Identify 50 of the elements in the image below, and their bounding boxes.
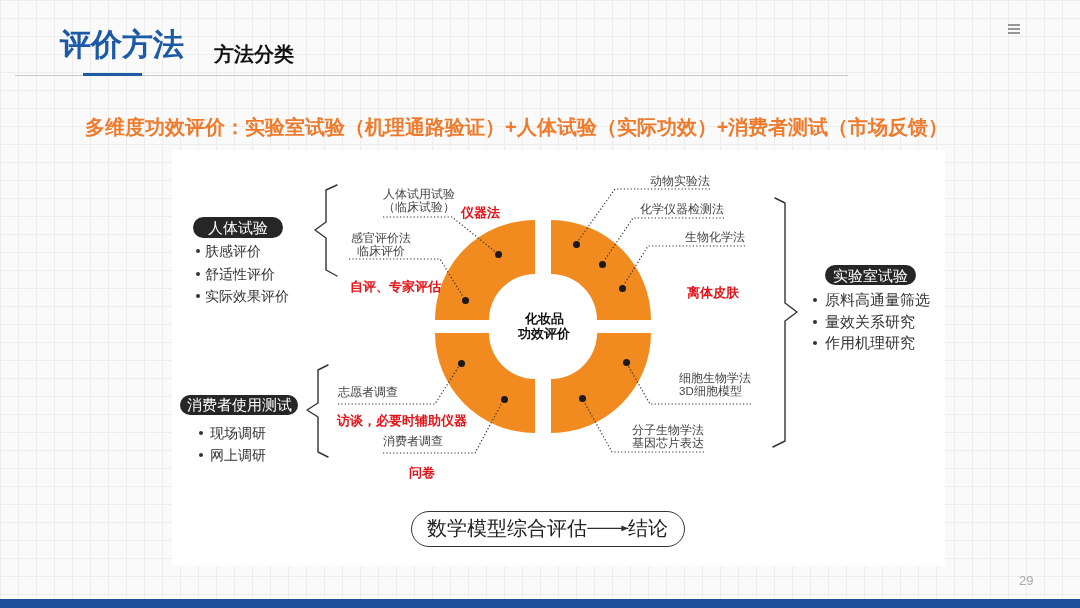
page-title: 评价方法 xyxy=(60,27,184,63)
dot-marker xyxy=(461,296,469,304)
leader-line xyxy=(627,364,752,405)
method-label: 人体试用试验（临床试验） xyxy=(383,188,455,217)
method-label: 化学仪器检测法 xyxy=(640,203,724,218)
leader-line xyxy=(337,365,460,405)
leader-line xyxy=(603,217,725,262)
headline-text: 多维度功效评价：实验室试验（机理通路验证）+人体试验（实际功效）+消费者测试（市场反馈） xyxy=(85,115,949,139)
list-item: 量效关系研究 xyxy=(825,313,915,331)
list-item: 舒适性评价 xyxy=(205,265,275,283)
dot-marker xyxy=(572,240,580,248)
arrow xyxy=(586,525,629,532)
annotation-text: 问卷 xyxy=(409,465,435,480)
page-number: 29 xyxy=(1019,573,1034,588)
method-label: 生物化学法 xyxy=(685,231,745,246)
subtitle: 方法分类 xyxy=(214,43,294,65)
dot-marker xyxy=(494,250,502,258)
method-label: 细胞生物学法3D细胞模型 xyxy=(679,372,751,404)
annotation-text: 自评、专家评估 xyxy=(350,278,441,294)
leader-line xyxy=(583,400,705,453)
pill-label: 消费者使用测试 xyxy=(180,395,298,415)
dot-marker xyxy=(618,284,626,292)
method-label: 志愿者调查 xyxy=(338,386,398,404)
leader-line xyxy=(382,216,496,253)
method-label: 消费者调查 xyxy=(383,435,443,453)
box-text: 结论 xyxy=(628,517,669,540)
leader-line xyxy=(623,245,746,286)
list-item: 网上调研 xyxy=(210,446,266,464)
list-item: 实际效果评价 xyxy=(205,287,289,305)
leader-line xyxy=(577,188,711,242)
list-item: 作用机理研究 xyxy=(825,334,915,352)
dot-marker xyxy=(578,394,586,402)
method-label: 感官评价法临床评价 xyxy=(349,232,412,259)
dot-marker xyxy=(500,395,508,403)
center-label: 化妆品功效评价 xyxy=(518,312,570,342)
method-label: 动物实验法 xyxy=(650,175,710,189)
dot-marker xyxy=(622,358,630,366)
dot-marker xyxy=(598,260,606,268)
list-item: 原料高通量筛选 xyxy=(825,291,930,309)
list-item: 肤感评价 xyxy=(205,242,261,260)
annotation-text: 访谈，必要时辅助仪器 xyxy=(337,413,467,428)
box-text: 数学模型综合评估 xyxy=(427,517,588,540)
leader-line xyxy=(382,401,503,454)
pill-label: 人体试验 xyxy=(193,217,283,238)
annotation-text: 离体皮肤 xyxy=(687,285,739,300)
pill-label: 实验室试验 xyxy=(825,265,916,285)
dot-marker xyxy=(457,359,465,367)
method-label: 分子生物学法基因芯片表达 xyxy=(632,424,704,452)
list-item: 现场调研 xyxy=(210,424,266,442)
annotation-text: 仪器法 xyxy=(461,205,500,220)
